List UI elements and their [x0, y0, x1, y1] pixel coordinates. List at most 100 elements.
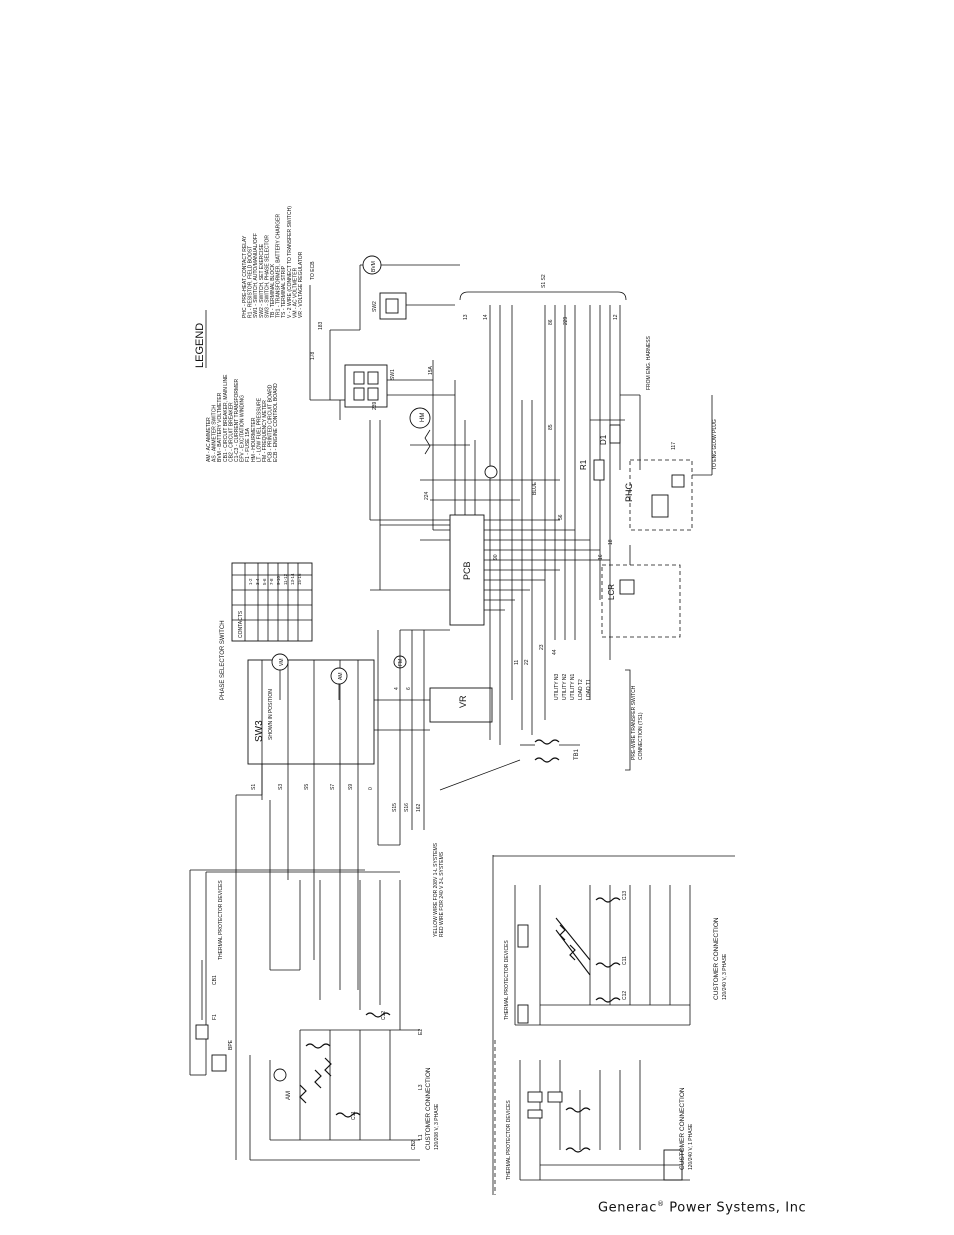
- transfer-note-1: PRE-WIRE TRANSFER SWITCH: [631, 685, 637, 760]
- transfer-row: UTILITY N3: [554, 673, 560, 700]
- wire-label-s9: S9: [348, 784, 354, 790]
- sw3-label: SW3: [254, 720, 265, 742]
- legend-entry: FM - FREQUENCY METER: [262, 400, 268, 462]
- legend-entry: AM - AC AMMETER: [206, 417, 212, 462]
- contacts-header: CONTACTS: [238, 610, 244, 638]
- sw3-position-note: SHOWN IN POSITION: [268, 689, 274, 740]
- yellow-wire-note: YELLOW WIRE FOR 208V 1-L SYSTEMS: [433, 842, 439, 937]
- connection-2: CUSTOMER CONNECTION 120/240 V, 3 PHASE T…: [504, 885, 728, 1026]
- legend-entry: PHC - PRE-HEAT CONTACT RELAY: [242, 235, 248, 318]
- connection-1: CUSTOMER CONNECTION 120/208 V, 3 PHASE A…: [249, 1011, 440, 1161]
- c11-label-2: C11: [622, 956, 628, 965]
- c3-title: CUSTOMER CONNECTION: [679, 1087, 686, 1170]
- wire-label-s16: S16: [404, 803, 410, 812]
- pcb-box: [449, 514, 485, 626]
- legend-entry: SW1 - SWITCH, AUTO/MANUAL/OFF: [253, 233, 259, 318]
- legend-entry: R1 - RESISTOR, FIELD BOOST: [248, 246, 254, 318]
- phc-area: PHC TO ENG GLOW PLUG: [624, 395, 718, 531]
- transfer-row: UTILITY N1: [570, 673, 576, 700]
- vm-label: VM: [279, 659, 285, 667]
- cb1-label: CB1: [212, 975, 218, 985]
- legend-entry: F1 - FUSE 15A: [245, 427, 251, 462]
- thermal-note-top: THERMAL PROTECTOR DEVICES: [218, 880, 224, 960]
- wire-label-13: 13: [463, 314, 469, 320]
- connection-3: CUSTOMER CONNECTION 120/240 V, 1 PHASE T…: [506, 1060, 694, 1181]
- legend: LEGEND: [194, 310, 207, 368]
- bvm-label: BVM: [371, 261, 377, 272]
- contacts-row-label: 7-8: [269, 578, 274, 585]
- wire-label-229: 229: [563, 316, 569, 325]
- wire-label-162: 162: [416, 803, 422, 812]
- sw1-label: SW1: [390, 369, 396, 380]
- fuse-pump: [484, 465, 498, 479]
- wire-label-11: 11: [514, 660, 520, 665]
- legend-heading: LEGEND: [194, 323, 206, 368]
- wire-label-23: 23: [539, 644, 545, 650]
- wire-label-s15: S15: [392, 803, 398, 812]
- legend-entry: C1-C3 - CURRENT TRANSFORMER: [234, 378, 240, 462]
- wire-labels: S1 S3 S5 S7 S9 0 S15 S16 162 4 6 11 22 2…: [251, 314, 677, 812]
- c12-label-2: C12: [622, 991, 628, 1000]
- wire-label-0a: 0: [368, 787, 374, 790]
- wire-label-178: 178: [310, 351, 316, 360]
- wire-label-18: 18: [608, 539, 614, 545]
- c1-sub: 120/208 V, 3 PHASE: [434, 1103, 440, 1150]
- thermal-note-1: THERMAL PROTECTOR DEVICES: [504, 940, 510, 1020]
- sw-area: SW1 SW2 HM BVM TO ECB: [309, 255, 560, 521]
- hm-meter: [409, 407, 431, 429]
- wire-label-16: 16: [598, 554, 604, 560]
- legend-entry: CB1 - CIRCUIT BREAKER, MAIN LINE: [223, 374, 229, 462]
- contacts-row-label: 3-4: [255, 578, 260, 585]
- wire-label-86: 86: [548, 319, 554, 325]
- wire-label-s7: S7: [330, 784, 336, 790]
- lcr-area: LCR: [601, 545, 681, 638]
- phc-label: PHC: [624, 482, 634, 502]
- legend-entry: VR - VOLTAGE REGULATOR: [298, 251, 304, 318]
- vr-box: [429, 687, 493, 723]
- legend-entry: V - 2 WIRE (CONNECT TO TRANSFER SWITCH): [287, 206, 293, 318]
- legend-entry: SW3 - SWITCH, PHASE SELECTOR: [264, 235, 270, 318]
- footer-brand: Generac® Power Systems, Inc: [598, 1200, 838, 1222]
- wire-label-224: 224: [424, 491, 430, 500]
- contacts-row-label: 13-14: [290, 573, 295, 585]
- legend-entry: VM - AC VOLTMETER: [292, 267, 298, 318]
- wire-label-90: 90: [493, 554, 499, 560]
- cb2-label: CB2: [411, 1140, 417, 1150]
- l3-label: L3: [418, 1084, 424, 1090]
- c3-sub: 120/240 V, 1 PHASE: [688, 1123, 694, 1170]
- fm-label: FM: [398, 659, 404, 666]
- legend-entry: SW2 - SWITCH, SET EXERCISE: [259, 243, 265, 318]
- legend-entry: AS - AMMETER SWITCH: [212, 405, 218, 462]
- right-bus: S1 S2 FROM ENG. HARNESS D1 R1: [459, 274, 652, 745]
- r1-label: R1: [579, 459, 588, 470]
- vr-label: VR: [458, 695, 468, 708]
- wire-label-44: 44: [552, 649, 558, 655]
- bpe-box: [211, 1054, 227, 1072]
- wire-label-239: 239: [372, 401, 378, 410]
- c13-label: C13: [622, 891, 628, 900]
- legend-entry: ECB - ENGINE CONTROL BOARD: [273, 383, 279, 462]
- s1-s2-label: S1 S2: [541, 274, 547, 288]
- contacts-row-label: 5-6: [262, 578, 267, 585]
- tb1-area: TB1 PRE-WIRE TRANSFER SWITCH CONNECTION …: [439, 669, 644, 791]
- registered-mark: ®: [656, 1200, 665, 1208]
- pcb-label: PCB: [462, 561, 472, 580]
- am-label-bottom: AM: [286, 1091, 292, 1100]
- legend-entry: PCB - PRINTED CIRCUIT BOARD: [268, 384, 274, 462]
- phc-box: [629, 459, 693, 531]
- wire-label-s3: S3: [278, 784, 284, 790]
- d1-label: D1: [599, 434, 608, 445]
- wire-label-183: 183: [318, 321, 324, 330]
- c12-label: C12: [381, 1011, 387, 1020]
- wire-label-14: 14: [483, 314, 489, 320]
- wire-label-22: 22: [524, 659, 530, 665]
- c11-label: C11: [351, 1111, 357, 1120]
- l1-label: L1: [418, 1134, 424, 1140]
- lcr-box: [601, 564, 681, 638]
- phase-selector-switch: SW3 SHOWN IN POSITION PHASE SELECTOR SWI…: [220, 620, 375, 990]
- transfer-row: LOAD T1: [586, 679, 592, 700]
